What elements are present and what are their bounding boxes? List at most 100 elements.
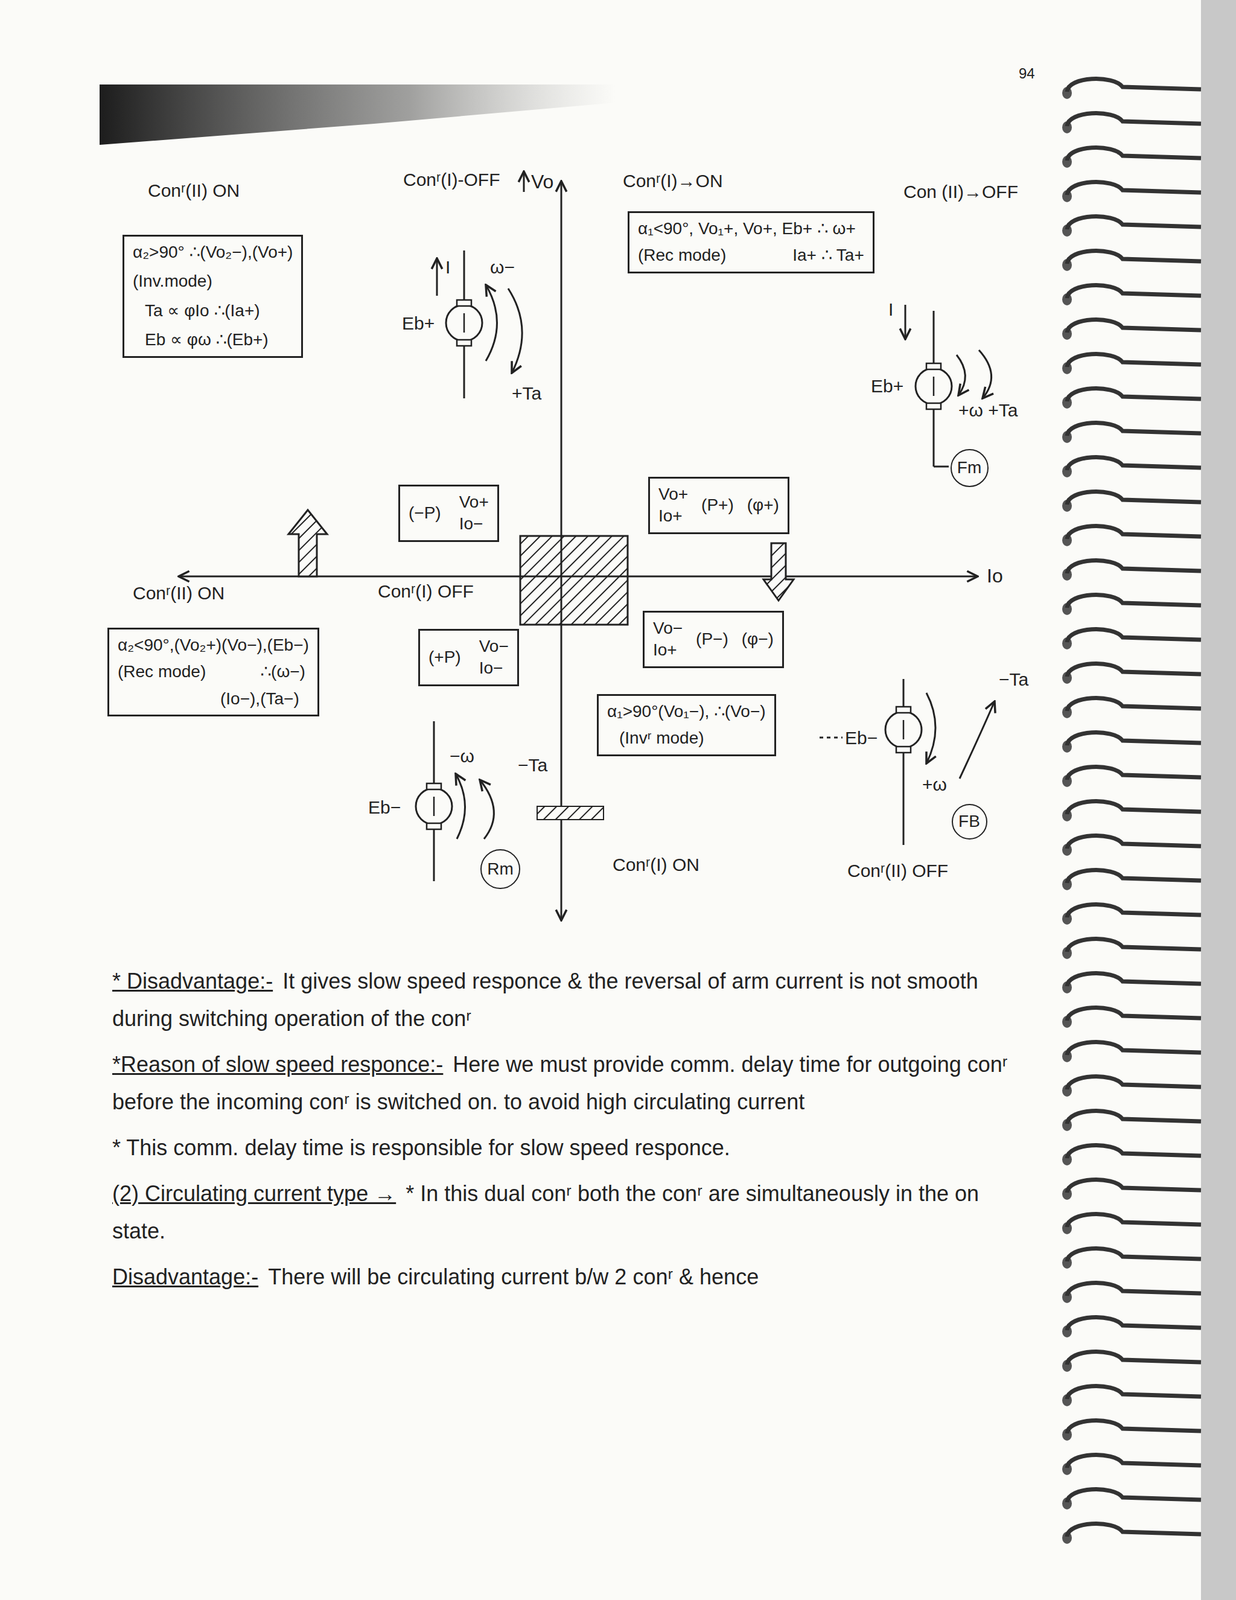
wire [902,747,905,845]
circle-tag: Fm [950,449,989,488]
text-cell: (φ+) [747,494,780,517]
spiral-coil [1062,526,1201,547]
spiral-coil [1062,1420,1201,1441]
sketch-label: −Ta [517,754,548,777]
spiral-coil [1062,319,1201,340]
coil-wire [1067,1111,1201,1124]
note-paragraph: * Disadvantage:-It gives slow speed resp… [112,962,1030,1038]
note-heading: Disadvantage:- [112,1264,259,1290]
box-text: Eb ∝ φω ∴(Eb+) [144,328,269,351]
hatched-bar [537,806,604,820]
brush [426,783,442,790]
text-row: α₂>90° ∴(Vo₂−),(Vo+) [132,241,293,264]
coil-wire [1067,698,1201,711]
text-cell: Ta ∝ φIo ∴(Ia+) [144,299,261,322]
circle-tag: Rm [480,849,521,889]
box-text: (Inv.mode) [132,270,213,293]
text-cell: α₂<90°,(Vo₂+)(Vo−),(Eb−) [117,634,309,657]
sketch-label: Conʳ(I) ON [612,853,700,876]
box-text: (P+) [701,494,734,517]
mode-box: α₂<90°,(Vo₂+)(Vo−),(Eb−) (Rec mode)∴(ω−) (… [107,627,320,717]
box-text: α₂>90° ∴(Vo₂−),(Vo+) [132,241,293,264]
hatched-arrow [288,509,328,577]
sketch-arrow [959,701,995,779]
sketch-label: Conʳ(I) OFF [377,580,474,603]
box-text: (φ+) [747,494,780,517]
text-cell: Fm [957,456,982,479]
text-row: α₁<90°, Vo₁+, Vo+, Eb+ ∴ ω+ [637,217,865,240]
spiral-coil [1062,251,1201,271]
coil-wire [1067,319,1201,333]
coil-wire [1067,870,1201,883]
text-row: Rm [487,858,514,880]
text-cell: (+P) [428,646,462,669]
note-heading: (2) Circulating current type → [112,1181,396,1206]
sketch-arrow [956,354,966,396]
coil-wire [1067,1420,1201,1434]
coil-wire [1067,1489,1201,1503]
spiral-coil [1062,1007,1201,1028]
coil-wire [1067,113,1201,127]
coil-wire [1067,1042,1201,1055]
box-text: Io+ [653,639,683,661]
sketch-label: Conʳ(I)-OFF [403,168,501,191]
box-text: Vo− [479,635,509,658]
box-text: (+P) [428,646,462,669]
spiral-coil [1062,595,1201,615]
box-text: (Rec mode) [637,244,727,267]
spiral-coil [1062,973,1201,994]
text-cell: ∴(ω−) [260,660,306,683]
page-shadow [99,84,616,145]
centre-line [520,575,628,578]
sketch-label: Vo [531,170,554,194]
coil-wire [1067,767,1201,780]
sketch-arrow [978,350,992,399]
wire [933,404,935,467]
sketch-label: −ω [449,745,475,768]
box-text: (Io−),(Ta−) [220,688,300,710]
circle-tag: FB [951,803,988,840]
coil-wire [1067,1179,1201,1193]
sketch-label: Conʳ(II) ON [132,582,225,605]
coil-wire [1067,285,1201,299]
notes-block: * Disadvantage:-It gives slow speed resp… [112,962,1030,1305]
text-cell: (φ−) [741,628,774,650]
coil-wire [1067,1351,1201,1365]
brush [896,706,911,713]
sketch-arrow [508,288,523,373]
coil-wire [1067,182,1201,195]
spiral-coil [1062,1111,1201,1131]
spiral-coil [1062,1523,1201,1544]
spiral-coil [1062,113,1201,134]
binding-strip [1200,0,1236,1600]
note-heading: *Reason of slow speed responce:- [112,1051,443,1077]
text-row: (Rec mode)∴(ω−) [117,660,309,683]
sketch-label: Eb+ [870,375,904,398]
box-text: Rm [487,858,514,880]
spiral-coil [1062,904,1201,925]
text-cell: (P+) [701,494,734,517]
spiral-coil [1062,1248,1201,1269]
spiral-coil [1062,1179,1201,1200]
sketch-arrow [479,779,494,839]
coil-wire [1067,147,1201,161]
text-row: (Rec mode)Ia+ ∴ Ta+ [637,244,865,267]
box-text: α₁<90°, Vo₁+, Vo+, Eb+ ∴ ω+ [637,217,856,240]
coil-wire [1067,904,1201,918]
box-text: Ta ∝ φIo ∴(Ia+) [144,299,261,322]
box-text: (φ−) [741,628,774,650]
coil-wire [1067,595,1201,608]
spiral-coil [1062,423,1201,443]
armature-mark [433,796,436,816]
mode-box: α₁>90°(Vo₁−), ∴(Vo−)(Invʳ mode) [596,694,777,757]
spiral-coil [1062,457,1201,478]
text-row: (Inv.mode) [132,270,293,293]
text-cell: (−P) [408,502,442,524]
armature [445,304,483,341]
text-cell: (Inv.mode) [132,270,213,293]
text-cell: α₂>90° ∴(Vo₂−),(Vo+) [132,241,293,264]
sketch-label: +Ta [511,382,542,405]
brush [926,363,941,370]
